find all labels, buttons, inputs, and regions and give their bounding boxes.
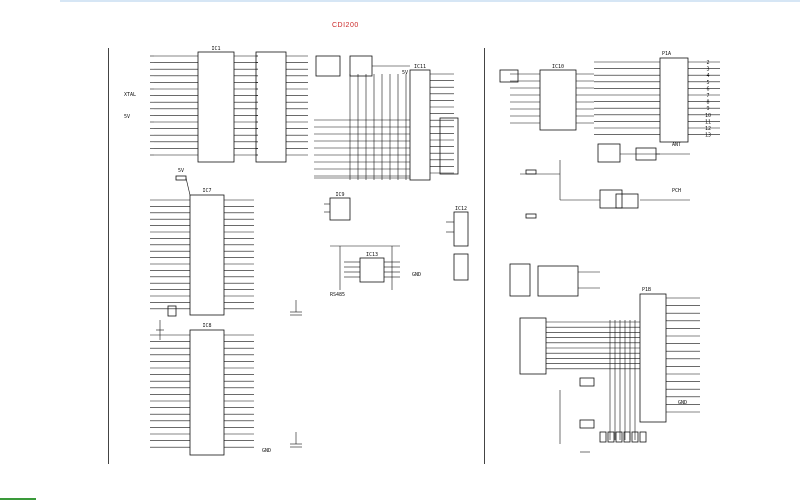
- ic11-aux-box: [439, 117, 459, 175]
- ic12b-box: [453, 253, 469, 281]
- ic9-box: [329, 197, 351, 221]
- wire: [185, 177, 191, 196]
- connector-pin-num: 13: [705, 133, 711, 139]
- connector-pin-num: 4: [706, 73, 709, 79]
- ic11-box: [409, 69, 431, 181]
- rs485-label: RS485: [330, 292, 345, 298]
- led-array: [623, 431, 631, 443]
- resistor-r3: [525, 213, 537, 219]
- xtal-label: XTAL: [124, 92, 136, 98]
- resistor-r1: [175, 175, 187, 181]
- connector-pin-num: 6: [706, 86, 709, 92]
- ic12-box: [453, 211, 469, 247]
- ic7-box: [189, 194, 225, 316]
- net-5v-c: 5V: [402, 70, 408, 76]
- ic1-aux-box: [255, 51, 287, 163]
- transformer-box: [537, 265, 579, 297]
- connector-pin-num: 8: [706, 100, 709, 106]
- net-5v-a: 5V: [124, 114, 130, 120]
- small-chip-a: [315, 55, 341, 77]
- ic13-label: IC13: [366, 252, 378, 258]
- ic-lower-a: [519, 317, 547, 375]
- connector-pin-num: 5: [706, 80, 709, 86]
- crystal: [167, 305, 177, 317]
- top-accent-line: [60, 0, 800, 2]
- relay-k3: [599, 189, 623, 209]
- pch-label: PCH: [672, 188, 681, 194]
- ic9-label: IC9: [335, 192, 344, 198]
- connector-pin-num: 3: [706, 67, 709, 73]
- ic7-label: IC7: [202, 188, 211, 194]
- label-layer: IC1XTAL5VIC75VIC8GNDIC115VIC9IC12IC13RS4…: [124, 46, 711, 454]
- relay-k1: [597, 143, 621, 163]
- connector-pin-num: 9: [706, 106, 709, 112]
- small-ic-left: [509, 263, 531, 297]
- connector-p1a-box: [659, 57, 689, 143]
- ic13-box: [359, 257, 385, 283]
- diode-d1: [579, 377, 595, 387]
- led-array: [607, 431, 615, 443]
- connector-pin-num: 2: [706, 60, 709, 66]
- resistor-r2: [525, 169, 537, 175]
- ic12-label: IC12: [455, 206, 467, 212]
- ic10-label: IC10: [552, 64, 564, 70]
- small-buffer: [499, 69, 519, 83]
- relay-k4: [615, 193, 639, 209]
- connector-pin-num: 12: [705, 126, 711, 132]
- diode-d2: [579, 419, 595, 429]
- net-gnd-a: GND: [262, 448, 271, 454]
- panel-rule-left: [108, 48, 109, 464]
- led-array: [599, 431, 607, 443]
- ic1-label: IC1: [211, 46, 220, 52]
- p1a-label: P1A: [662, 51, 671, 57]
- connector-p1b-box: [639, 293, 667, 423]
- ic11-label: IC11: [414, 64, 426, 70]
- led-array: [631, 431, 639, 443]
- net-gnd-c: GND: [678, 400, 687, 406]
- small-chip-b: [349, 55, 373, 77]
- ic8-box: [189, 329, 225, 456]
- ic10-box: [539, 69, 577, 131]
- net-5v-b: 5V: [178, 168, 184, 174]
- ic8-label: IC8: [202, 323, 211, 329]
- ant-label: ANT: [672, 142, 681, 148]
- bottom-accent-line: [0, 498, 36, 500]
- p1b-label: P1B: [642, 287, 651, 293]
- led-array: [615, 431, 623, 443]
- connector-pin-num: 7: [706, 93, 709, 99]
- wire-layer: [150, 55, 720, 453]
- diagram-title: CDI200: [332, 22, 359, 29]
- led-array: [639, 431, 647, 443]
- relay-k2: [635, 147, 657, 161]
- ic1-box: [197, 51, 235, 163]
- connector-pin-num: 11: [705, 119, 711, 125]
- component-layer: [167, 51, 689, 456]
- panel-rule-right: [484, 48, 485, 464]
- net-gnd-b: GND: [412, 272, 421, 278]
- connector-pin-num: 10: [705, 113, 711, 119]
